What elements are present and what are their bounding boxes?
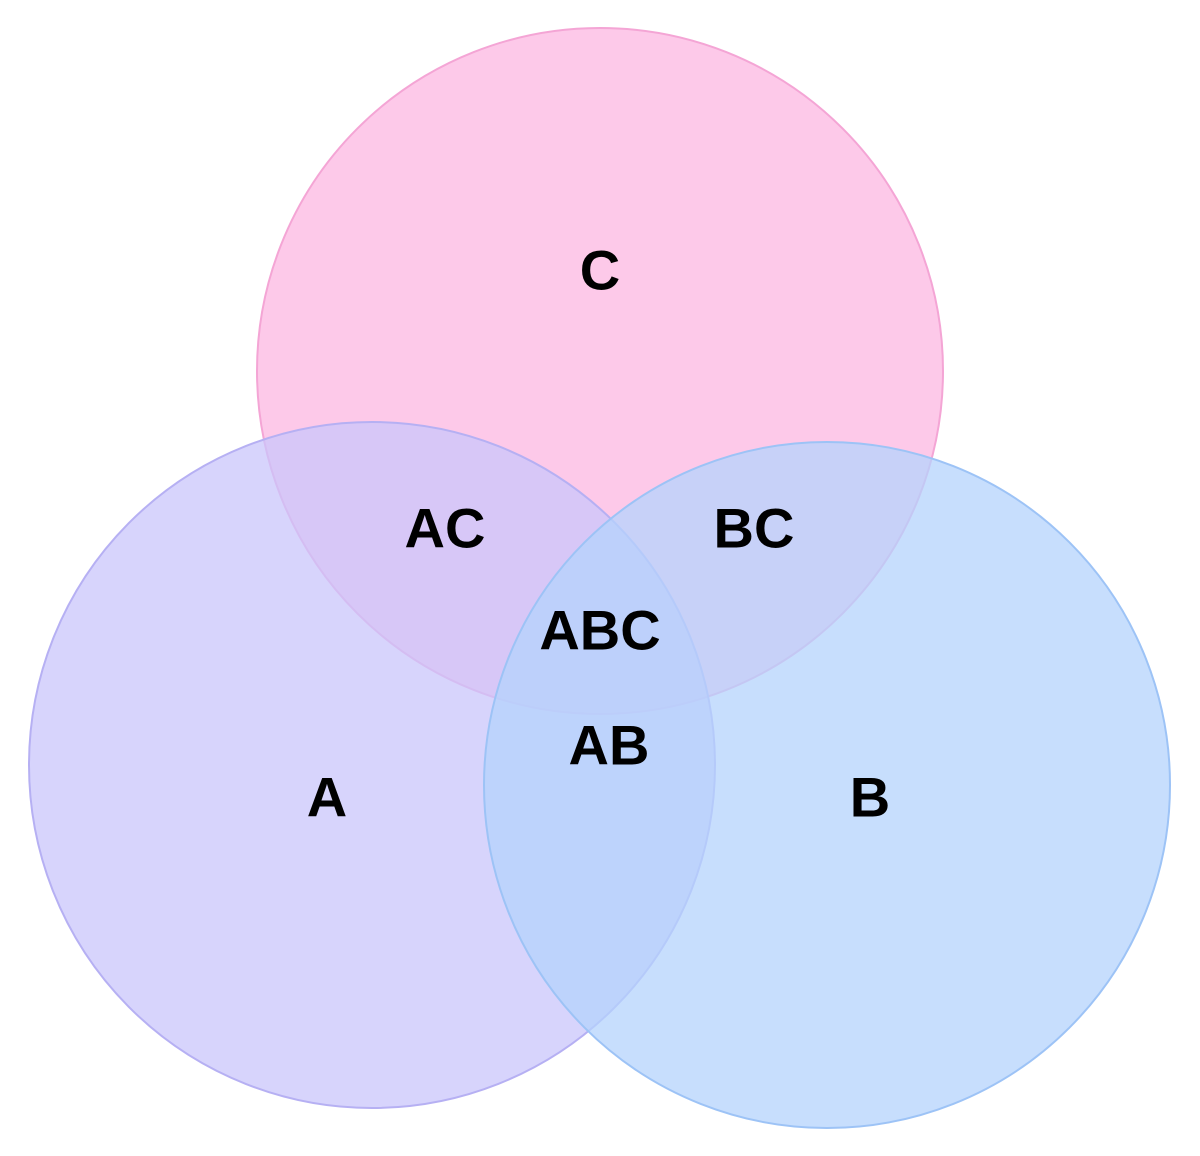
label-set-a: A <box>307 766 347 829</box>
label-intersection-bc: BC <box>714 497 795 560</box>
circle-set-b <box>483 441 1171 1129</box>
label-intersection-ab: AB <box>569 714 650 777</box>
label-intersection-ac: AC <box>405 497 486 560</box>
label-set-c: C <box>580 239 620 302</box>
label-set-b: B <box>850 766 890 829</box>
label-intersection-abc: ABC <box>539 599 660 662</box>
